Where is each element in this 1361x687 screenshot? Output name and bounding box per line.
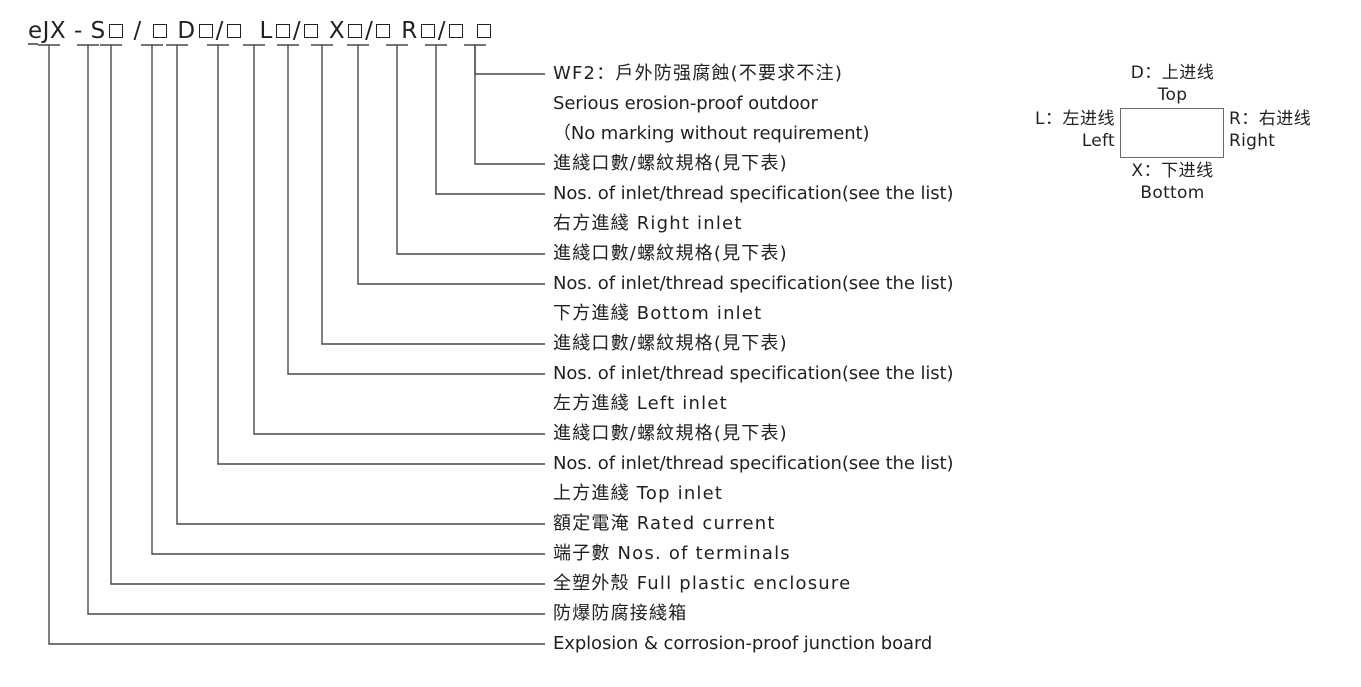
description-row: 左方進綫 Left inlet	[553, 393, 728, 414]
code-segment: /	[437, 18, 446, 44]
code-segment: S	[90, 18, 106, 44]
description-row: Nos. of inlet/thread specification(see t…	[553, 273, 954, 294]
inlet-label-top-en: Top	[1157, 85, 1188, 105]
code-segment: R	[393, 18, 418, 44]
leader-top-spec-cn	[253, 45, 545, 435]
code-placeholder-box	[376, 24, 391, 38]
code-segment: eJX	[28, 18, 67, 44]
leader-left-spec-en	[287, 45, 545, 375]
inlet-label-right-en: Right	[1229, 131, 1276, 151]
leader-wf2	[474, 45, 545, 75]
code-placeholder-box	[152, 24, 167, 38]
inlet-label-right-cn: R：右进线	[1229, 109, 1312, 129]
leader-bottom-spec-en	[357, 45, 545, 285]
code-placeholder-box	[420, 24, 435, 38]
code-placeholder-box	[198, 24, 213, 38]
description-row: 全塑外殼 Full plastic enclosure	[553, 573, 852, 594]
code-segment: /	[125, 18, 150, 44]
description-row: 額定電淹 Rated current	[553, 513, 776, 534]
description-row: Nos. of inlet/thread specification(see t…	[553, 183, 954, 204]
code-placeholder-box	[108, 24, 123, 38]
code-segment: /	[292, 18, 302, 44]
code-segment: D	[169, 18, 196, 44]
inlet-label-bottom-cn: X：下进线	[1131, 161, 1214, 181]
inlet-label-top-cn: D：上进线	[1130, 63, 1215, 83]
code-segment: -	[66, 18, 91, 44]
code-segment: /	[365, 18, 374, 44]
description-row: 進綫口數/螺紋規格(見下表)	[553, 243, 788, 264]
description-row: Serious erosion-proof outdoor	[553, 93, 818, 114]
inlet-label-bottom: X：下进线 Bottom	[1115, 160, 1230, 204]
description-row: Explosion & corrosion-proof junction boa…	[553, 633, 933, 654]
inlet-position-figure: D：上进线 Top X：下进线 Bottom L：左进线 Left R：右进线 …	[995, 60, 1355, 235]
description-row: 端子數 Nos. of terminals	[553, 543, 791, 564]
description-row: 進綫口數/螺紋規格(見下表)	[553, 423, 788, 444]
inlet-label-left-cn: L：左进线	[1035, 109, 1115, 129]
description-row: 進綫口數/螺紋規格(見下表)	[553, 333, 788, 354]
code-placeholder-box	[304, 24, 319, 38]
leader-right-spec-en	[435, 45, 545, 195]
description-row: 右方進綫 Right inlet	[553, 213, 743, 234]
inlet-label-top: D：上进线 Top	[1115, 62, 1230, 106]
description-row: 進綫口數/螺紋規格(見下表)	[553, 153, 788, 174]
code-segment: L	[243, 18, 273, 44]
leader-junction-cn	[87, 45, 545, 615]
leader-enclosure	[110, 45, 545, 585]
code-segment: /	[215, 18, 224, 44]
description-row: Nos. of inlet/thread specification(see t…	[553, 453, 954, 474]
code-placeholder-box	[348, 24, 363, 38]
code-placeholder-box	[448, 24, 463, 38]
description-row: WF2：戶外防强腐蝕(不要求不注)	[553, 63, 844, 84]
description-list: WF2：戶外防强腐蝕(不要求不注) Serious erosion-proof o…	[553, 59, 1173, 659]
inlet-label-bottom-en: Bottom	[1140, 183, 1205, 203]
code-placeholder-box	[226, 24, 241, 38]
description-row: Nos. of inlet/thread specification(see t…	[553, 363, 954, 384]
inlet-label-left: L：左进线 Left	[995, 108, 1115, 152]
description-row: 上方進綫 Top inlet	[553, 483, 724, 504]
inlet-label-left-en: Left	[1081, 131, 1115, 151]
leader-junction-board	[48, 45, 545, 645]
code-segment: X	[321, 18, 346, 44]
leader-right-spec-cn	[474, 45, 545, 165]
description-row: 下方進綫 Bottom inlet	[553, 303, 763, 324]
leader-terminals	[151, 45, 545, 555]
description-row: 防爆防腐接綫箱	[553, 603, 688, 624]
product-code-string: eJX - S / D / L / X / R /	[28, 16, 494, 46]
enclosure-box-outline	[1120, 108, 1224, 158]
code-placeholder-box	[275, 24, 290, 38]
leader-top-spec-en	[217, 45, 545, 465]
description-row: （No marking without requirement)	[553, 123, 870, 144]
inlet-label-right: R：右进线 Right	[1229, 108, 1355, 152]
code-segment	[466, 18, 474, 44]
leader-left-spec-cn	[321, 45, 545, 345]
code-placeholder-box	[476, 24, 491, 38]
leader-rated-current	[176, 45, 545, 525]
leader-bottom-spec-cn	[396, 45, 545, 255]
